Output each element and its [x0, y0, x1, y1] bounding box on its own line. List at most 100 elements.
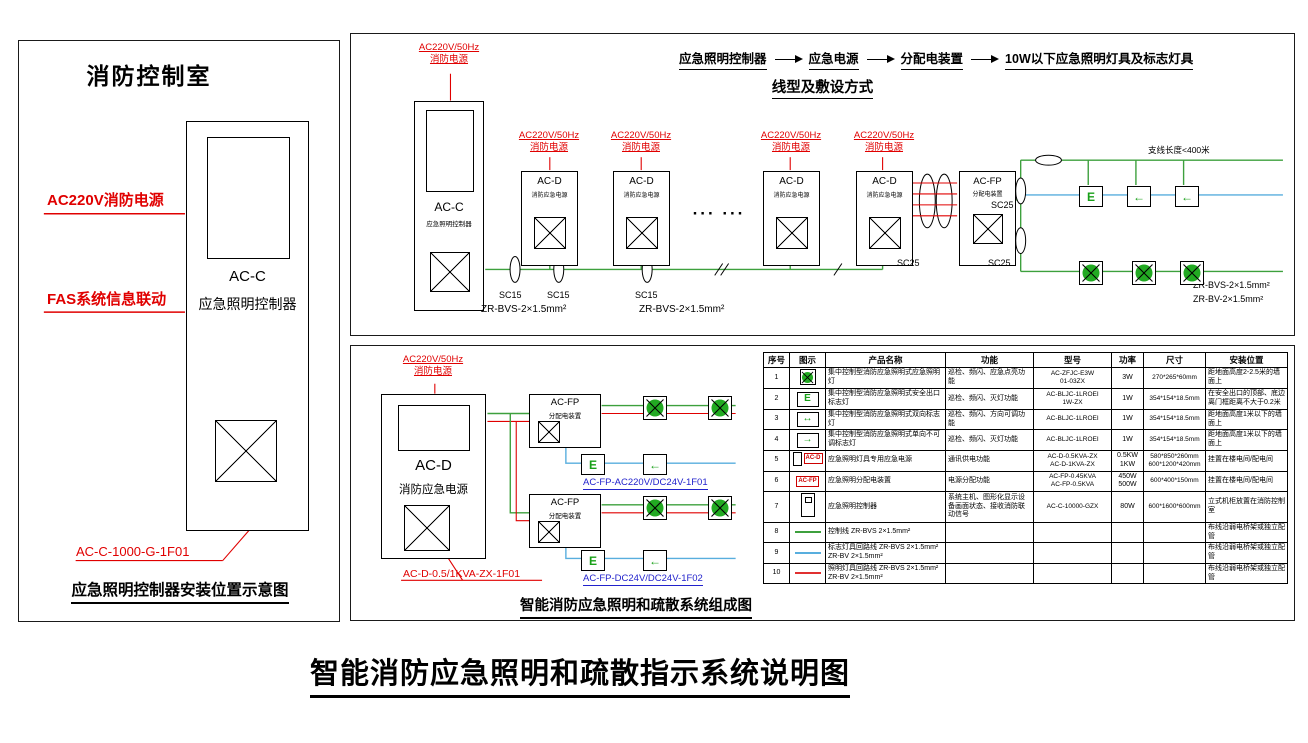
direction-sign-icon: ←	[643, 550, 667, 571]
cable-spec-label: ZR-BVS-2×1.5mm²	[639, 304, 725, 315]
cell-model	[1033, 542, 1112, 564]
cell-size	[1143, 562, 1206, 585]
left-panel-caption: 应急照明控制器安装位置示意图	[39, 578, 321, 604]
exit-sign-icon: E	[581, 454, 605, 475]
lamp-circuit-line-swatch	[794, 572, 821, 575]
cell-power	[1111, 542, 1144, 564]
cell-no: 4	[763, 429, 790, 451]
cell-func: 巡检、频闪、应急点亮功能	[945, 366, 1034, 390]
acfp-unit: AC-FP 分配电装置	[529, 394, 601, 448]
cabinet-icon	[792, 451, 802, 466]
cell-icon	[789, 521, 826, 544]
direction-sign-icon: ←	[1175, 186, 1199, 207]
system-flow-legend: 应急照明控制器 应急电源 分配电装置 10W以下应急照明灯具及标志灯具	[679, 48, 1194, 70]
cell-model: AC-BLJC-1LROEI 1W-ZX	[1033, 388, 1112, 410]
acc-screen	[426, 110, 474, 192]
cell-size: 600*400*150mm	[1143, 470, 1206, 492]
table-row: 7 应急照明控制器 系统主机、图形化显示设备画面状态、接收消防联动信号 AC-C…	[763, 491, 1288, 523]
mains-label: AC220V/50Hz 消防电源	[853, 130, 915, 154]
cell-icon: AC-FP	[789, 470, 826, 492]
acd-unit: AC-D 消防应急电源	[856, 171, 913, 266]
cell-model	[1033, 521, 1112, 544]
controller-screen	[207, 137, 290, 259]
exit-sign-icon: E	[796, 391, 819, 407]
cell-power: 450W 500W	[1111, 470, 1144, 492]
mains-wire-label: AC220V消防电源	[47, 192, 164, 209]
table-row: 6 AC-FP 应急照明分配电装置 电源分配功能 AC-FP-0.45KVA A…	[763, 470, 1288, 492]
cell-name: 控制线 ZR-BVS 2×1.5mm²	[825, 521, 946, 544]
emergency-lamp-icon	[708, 496, 732, 520]
cell-func	[945, 521, 1034, 544]
cell-func: 电源分配功能	[945, 470, 1034, 492]
controller-cabinet: AC-C 应急照明控制器	[186, 121, 309, 531]
cell-model: AC-BLJC-1LROEI	[1033, 408, 1112, 431]
exit-sign-icon: E	[1079, 186, 1103, 207]
emergency-lamp-icon	[708, 396, 732, 420]
cell-model: AC-ZFJC-E3W 01-03ZX	[1033, 366, 1112, 390]
emergency-lamp-icon	[1180, 261, 1204, 285]
xbox-symbol	[776, 217, 808, 249]
table-row: 10 照明灯具回路线 ZR-BVS 2×1.5mm² ZR-BV 2×1.5mm…	[763, 562, 1288, 585]
xbox-symbol	[626, 217, 658, 249]
double-arrow-sign-icon: ↔	[796, 412, 819, 427]
mains-label: AC220V/50Hz 消防电源	[418, 42, 480, 66]
table-row: 8 控制线 ZR-BVS 2×1.5mm² 布线沿弱电桥架或独立配管	[763, 521, 1288, 544]
cell-power: 1W	[1111, 388, 1144, 410]
col-header-icon: 图示	[789, 352, 826, 368]
cell-func: 系统主机、图形化显示设备画面状态、接收消防联动信号	[945, 491, 1034, 523]
fp1-circuit-label: AC-FP-AC220V/DC24V-1F01	[583, 477, 708, 490]
col-header-power: 功率	[1111, 352, 1144, 368]
cell-func	[945, 562, 1034, 585]
flow-item-distribution: 分配电装置	[900, 48, 964, 70]
cell-power: 1W	[1111, 429, 1144, 451]
cell-power: 0.5KW 1KW	[1111, 449, 1144, 472]
cell-name: 集中控制型消防应急照明式应急照明灯	[825, 366, 946, 390]
xbox-symbol	[215, 420, 277, 482]
table-row: 1 集中控制型消防应急照明式应急照明灯 巡检、频闪、应急点亮功能 AC-ZFJC…	[763, 366, 1288, 390]
cell-location: 立式机柜放置在消防控制室	[1205, 491, 1288, 523]
cell-icon	[789, 491, 826, 523]
acc-name: AC-C	[434, 200, 464, 214]
table-row: 4 → 集中控制型消防应急照明式单向不可调标志灯 巡检、频闪、灭灯功能 AC-B…	[763, 429, 1288, 451]
conduit-label: SC25	[988, 258, 1011, 268]
cell-no: 6	[763, 470, 790, 492]
col-header-name: 产品名称	[825, 352, 946, 368]
acd-tag: AC-D	[803, 453, 823, 465]
mains-label: AC220V/50Hz 消防电源	[610, 130, 672, 154]
col-header-func: 功能	[945, 352, 1034, 368]
cell-no: 5	[763, 449, 790, 472]
wiring-style-subtitle: 线型及敷设方式	[351, 76, 1294, 99]
cell-icon: ↔	[789, 408, 826, 431]
cell-name: 集中控制型消防应急照明式单向不可调标志灯	[825, 429, 946, 451]
cell-location: 布线沿弱电桥架或独立配管	[1205, 521, 1288, 544]
equipment-spec-table: 序号 图示 产品名称 功能 型号 功率 尺寸 安装位置 1 集中控制型消防应急照…	[763, 352, 1288, 585]
cell-name: 标志灯具回路线 ZR-BVS 2×1.5mm² ZR-BV 2×1.5mm²	[825, 542, 946, 564]
cell-model: AC-D-0.5KVA-ZX AC-D-1KVA-ZX	[1033, 449, 1112, 472]
emergency-lamp-icon	[1079, 261, 1103, 285]
table-row: 9 标志灯具回路线 ZR-BVS 2×1.5mm² ZR-BV 2×1.5mm²…	[763, 542, 1288, 564]
cell-name: 应急照明控制器	[825, 491, 946, 523]
acc-unit: AC-C 应急照明控制器	[414, 101, 484, 311]
control-room-panel: 消防控制室 AC-C 应急照明控制器 AC220V消防电源 FAS系统信息联动 …	[18, 40, 340, 622]
xbox-symbol	[404, 505, 450, 551]
cell-location: 距地面高度1米以下的墙面上	[1205, 408, 1288, 431]
xbox-symbol	[534, 217, 566, 249]
conduit-label: SC25	[897, 258, 920, 268]
cell-func: 巡检、频闪、灭灯功能	[945, 388, 1034, 410]
direction-sign-icon: ←	[643, 454, 667, 475]
single-arrow-sign-icon: →	[796, 432, 819, 448]
flow-item-controller: 应急照明控制器	[679, 48, 767, 70]
cell-no: 1	[763, 366, 790, 390]
cell-power	[1111, 562, 1144, 585]
cell-model	[1033, 562, 1112, 585]
cell-power	[1111, 521, 1144, 544]
acd-unit: AC-D 消防应急电源	[521, 171, 578, 266]
acd-unit: AC-D 消防应急电源	[613, 171, 670, 266]
cell-size	[1143, 521, 1206, 544]
cell-location: 挂置在楼电间/配电间	[1205, 449, 1288, 472]
cell-power: 80W	[1111, 491, 1144, 523]
cell-model: AC-C-10000-GZX	[1033, 491, 1112, 523]
flow-arrow-icon	[774, 55, 803, 63]
cell-name: 照明灯具回路线 ZR-BVS 2×1.5mm² ZR-BV 2×1.5mm²	[825, 562, 946, 585]
table-row: 5 AC-D 应急照明灯具专用应急电源 通讯供电功能 AC-D-0.5KVA-Z…	[763, 449, 1288, 472]
